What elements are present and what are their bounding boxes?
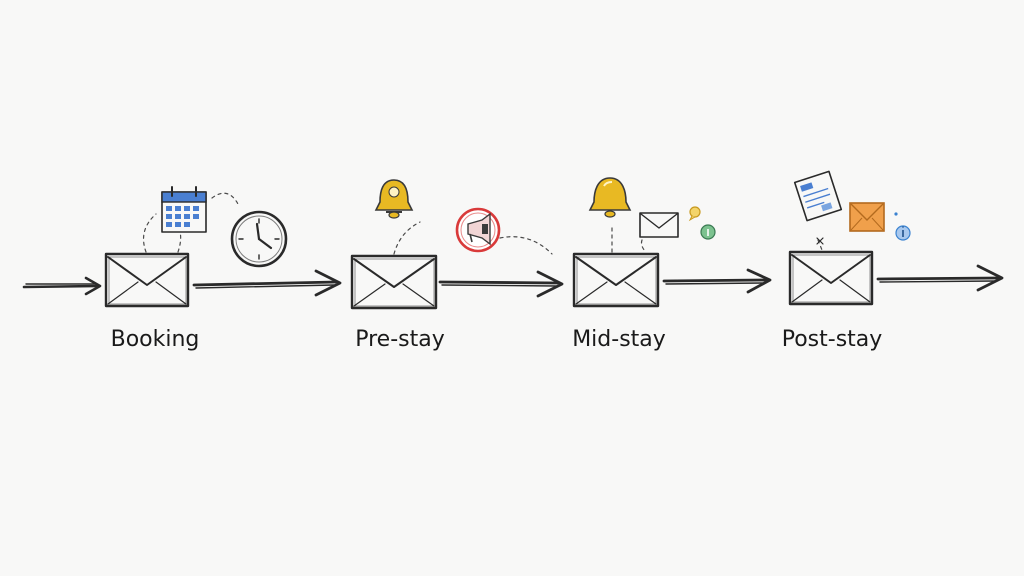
envelope-icon-pre-stay — [350, 254, 438, 310]
envelope-icon-post-stay-orange — [849, 202, 885, 232]
bell-icon-mid-stay — [588, 177, 632, 253]
flow-arrow-booking-to-prestay — [192, 269, 342, 297]
bell-icon-pre-stay — [374, 179, 421, 255]
stage-label-booking: Booking — [111, 327, 200, 352]
info-icon-mid-stay — [700, 224, 716, 240]
envelope-icon-booking — [104, 252, 190, 308]
clock-icon — [230, 210, 288, 268]
document-icon — [793, 170, 843, 251]
envelope-icon-mid-stay — [572, 252, 660, 308]
chat-bubble-icon — [688, 206, 701, 222]
flow-arrow-exit — [876, 264, 1004, 292]
envelope-icon-mid-stay-small — [639, 212, 679, 253]
envelope-icon-post-stay — [788, 250, 874, 306]
flow-arrow-prestay-to-midstay — [438, 270, 564, 298]
megaphone-icon — [455, 207, 553, 255]
info-icon-post-stay — [894, 212, 911, 241]
stage-label-pre-stay: Pre-stay — [355, 327, 445, 352]
stage-label-mid-stay: Mid-stay — [572, 327, 666, 352]
stage-label-post-stay: Post-stay — [782, 327, 883, 352]
flow-arrow-midstay-to-poststay — [662, 268, 772, 294]
calendar-icon — [143, 186, 239, 253]
flow-arrow-entry — [22, 276, 102, 296]
